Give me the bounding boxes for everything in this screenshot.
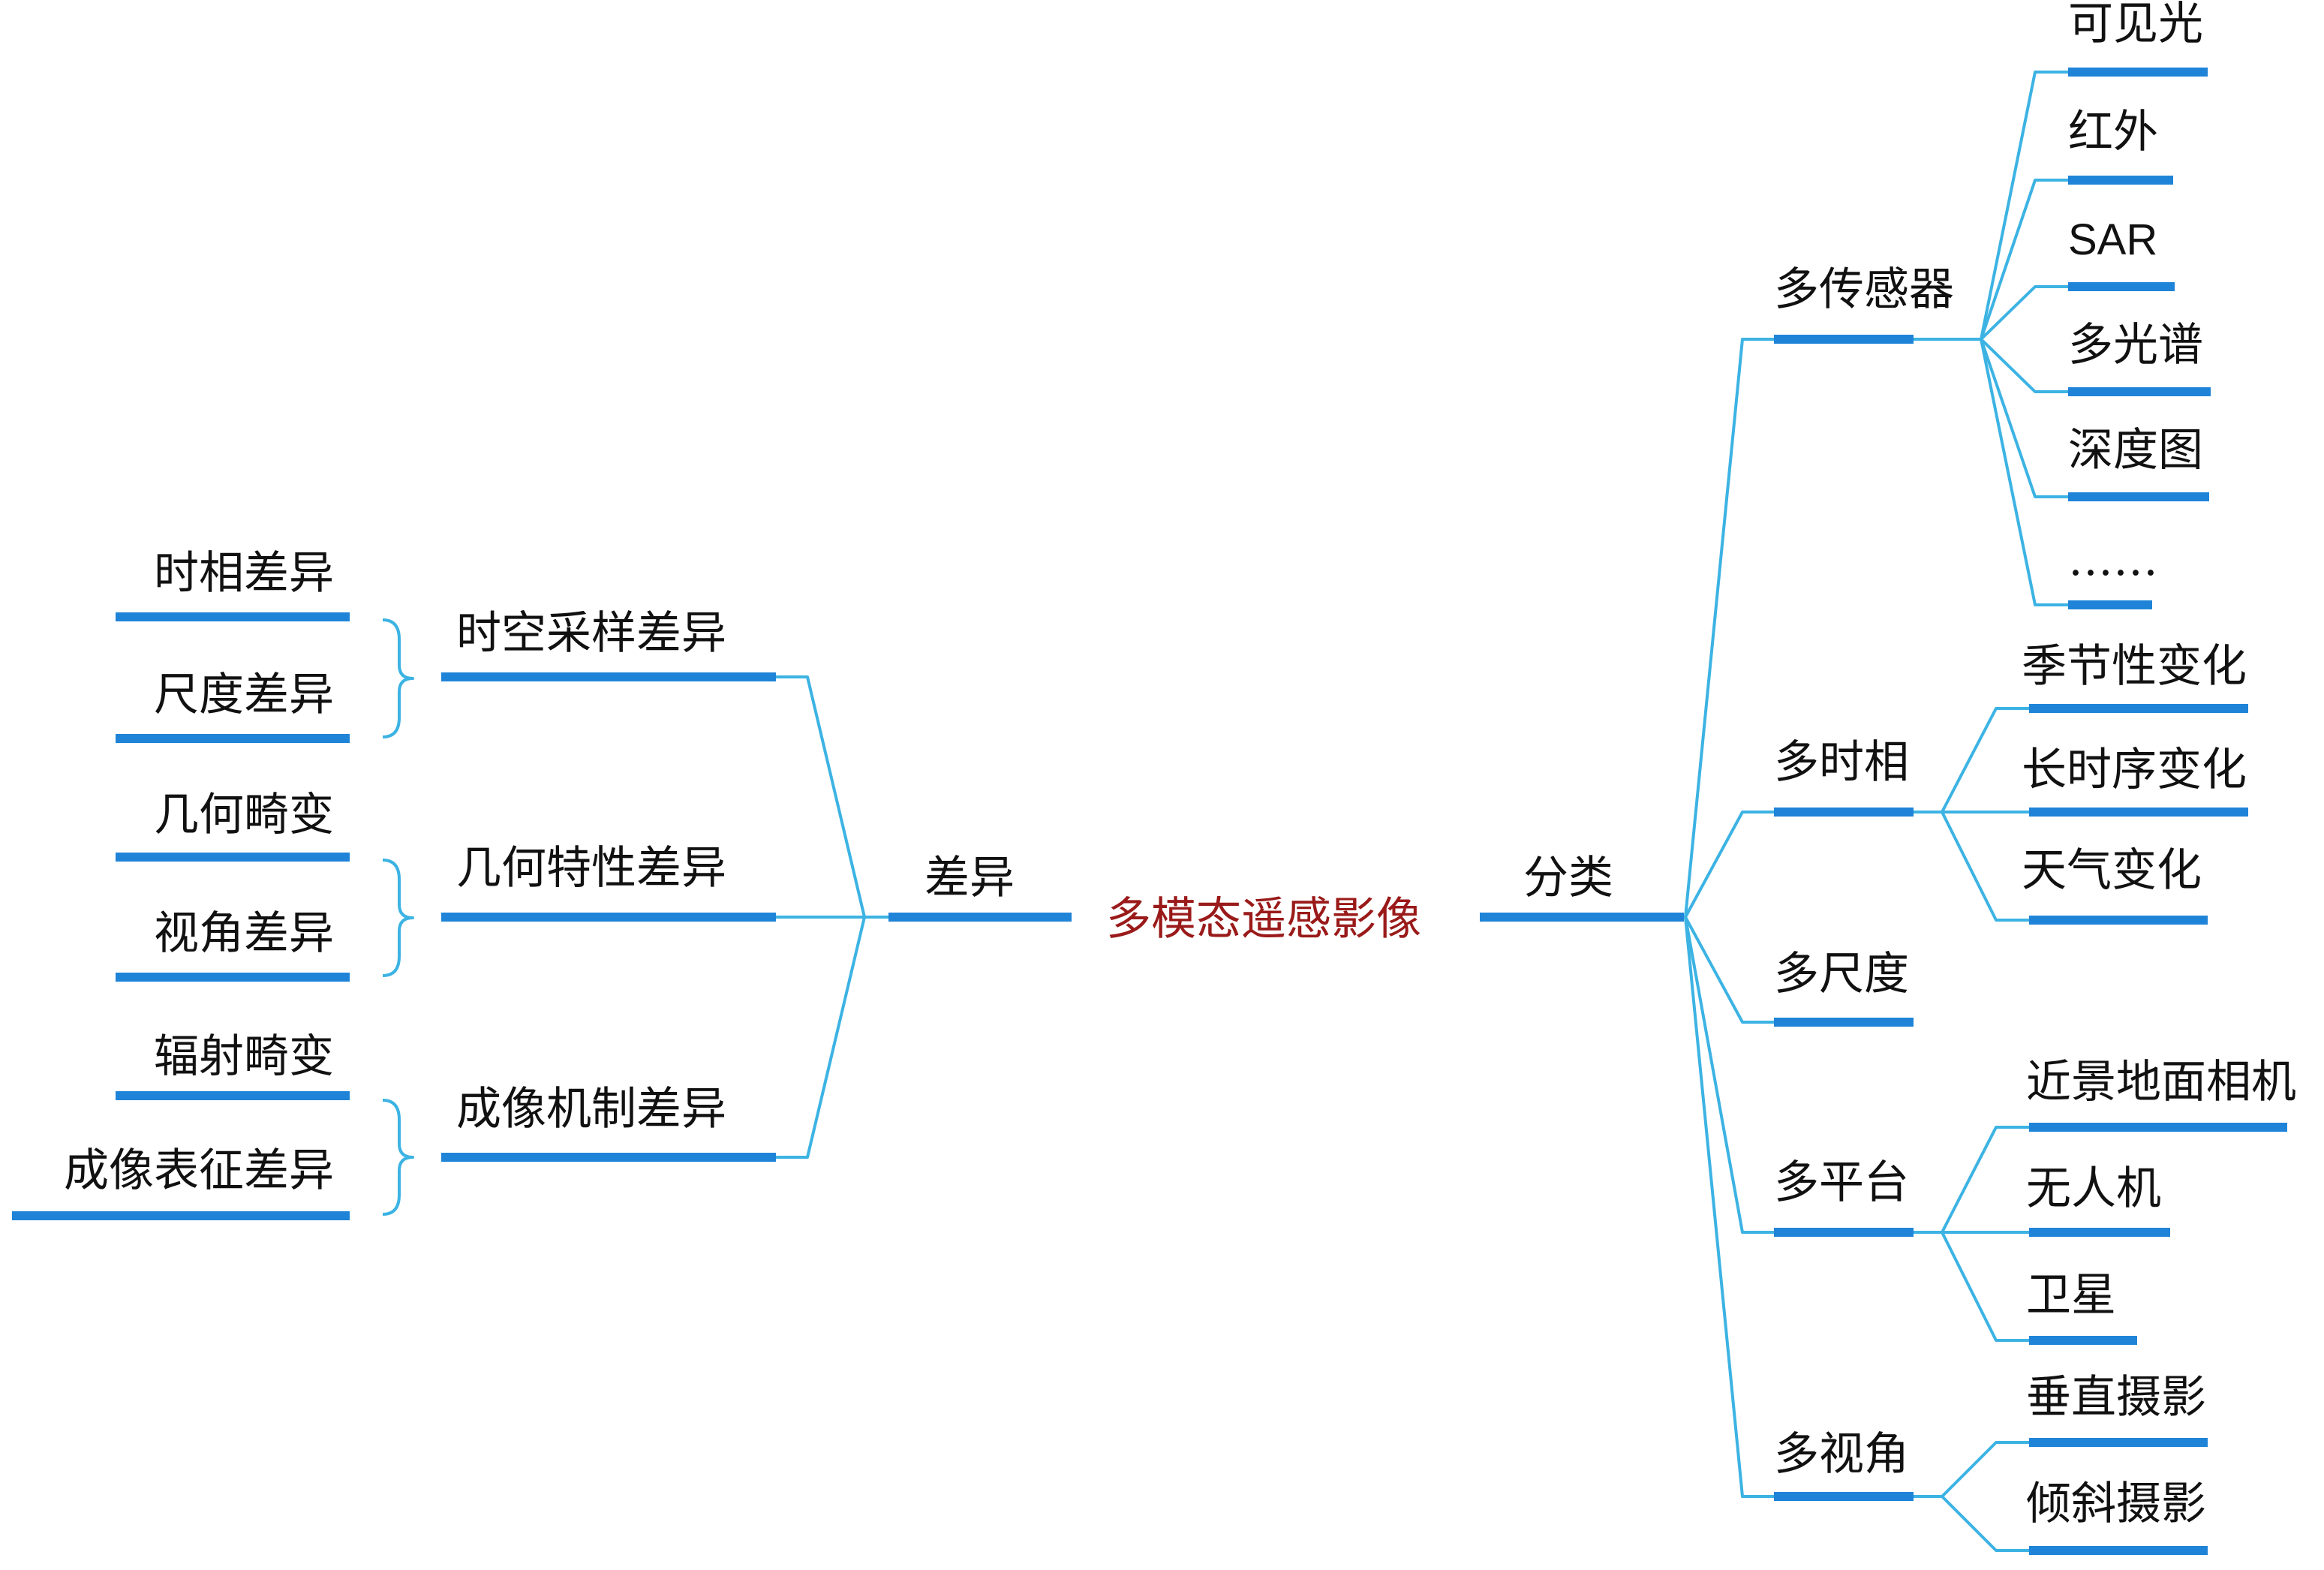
right-leaf-label: 深度图 (2068, 424, 2203, 477)
right-leaf-label: 无人机 (2026, 1162, 2161, 1215)
right-leaf-connector (1941, 1232, 2029, 1342)
right-leaf-connector (1980, 71, 2068, 340)
right-group-label-multiplatform: 多平台 (1774, 1156, 1909, 1209)
left-leaf-label: 辐射畸变 (154, 1030, 334, 1083)
left-branch-label: 差异 (924, 852, 1015, 904)
left-leaf-label: 视角差异 (154, 907, 334, 960)
right-leaf-connector (1980, 179, 2068, 340)
center-node-label: 多模态遥感影像 (1106, 893, 1421, 946)
left-leaf-label: 尺度差异 (154, 669, 334, 721)
left-group-label-spatiotemporal: 时空采样差异 (456, 607, 726, 660)
left-group-connector (776, 675, 866, 918)
right-leaf-connector (1980, 338, 2068, 393)
right-group-label-multitemporal: 多时相 (1774, 736, 1909, 789)
bracket-connector (382, 1099, 414, 1216)
right-leaf-label: …… (2068, 534, 2158, 586)
right-group-connector (1684, 811, 1774, 918)
right-leaf-connector (1941, 707, 2029, 813)
right-leaf-label: 红外 (2068, 106, 2158, 158)
bracket-connector (382, 618, 414, 738)
right-leaf-label: 天气变化 (2022, 844, 2202, 897)
right-leaf-connector (1980, 285, 2068, 341)
right-leaf-label: 近景地面相机 (2026, 1056, 2296, 1108)
right-branch-label: 分类 (1523, 852, 1613, 904)
left-group-connector (776, 916, 866, 1159)
right-leaf-label: 卫星 (2026, 1269, 2116, 1322)
right-leaf-label: 多光谱 (2068, 319, 2203, 371)
right-leaf-connector (1980, 338, 2068, 498)
right-group-label-multiview: 多视角 (1774, 1428, 1909, 1481)
right-leaf-label: 可见光 (2068, 0, 2203, 50)
right-group-label-multisensor: 多传感器 (1774, 263, 1954, 316)
right-leaf-connector (1980, 338, 2068, 606)
right-leaf-label: 倾斜摄影 (2026, 1478, 2206, 1530)
right-leaf-connector (1941, 1126, 2029, 1233)
right-group-label-multiscale: 多尺度 (1774, 948, 1909, 1000)
right-leaf-connector (1941, 811, 2029, 922)
right-leaf-label: SAR (2068, 215, 2158, 264)
left-group-label-imaging: 成像机制差异 (456, 1083, 726, 1135)
right-leaf-connector (1941, 1495, 2029, 1552)
right-group-connector (1684, 916, 1774, 1498)
right-leaf-label: 垂直摄影 (2026, 1371, 2206, 1424)
left-leaf-label: 成像表征差异 (64, 1144, 334, 1197)
right-leaf-label: 长时序变化 (2022, 744, 2247, 796)
right-group-connector (1684, 916, 1774, 1234)
right-group-connector (1684, 916, 1774, 1024)
left-group-label-geometric: 几何特性差异 (456, 842, 726, 895)
left-leaf-label: 几何畸变 (154, 789, 334, 841)
right-leaf-label: 季节性变化 (2022, 640, 2247, 693)
left-leaf-label: 时相差异 (154, 547, 334, 600)
right-group-connector (1684, 338, 1774, 918)
right-leaf-connector (1941, 1441, 2029, 1498)
bracket-connector (382, 859, 414, 977)
